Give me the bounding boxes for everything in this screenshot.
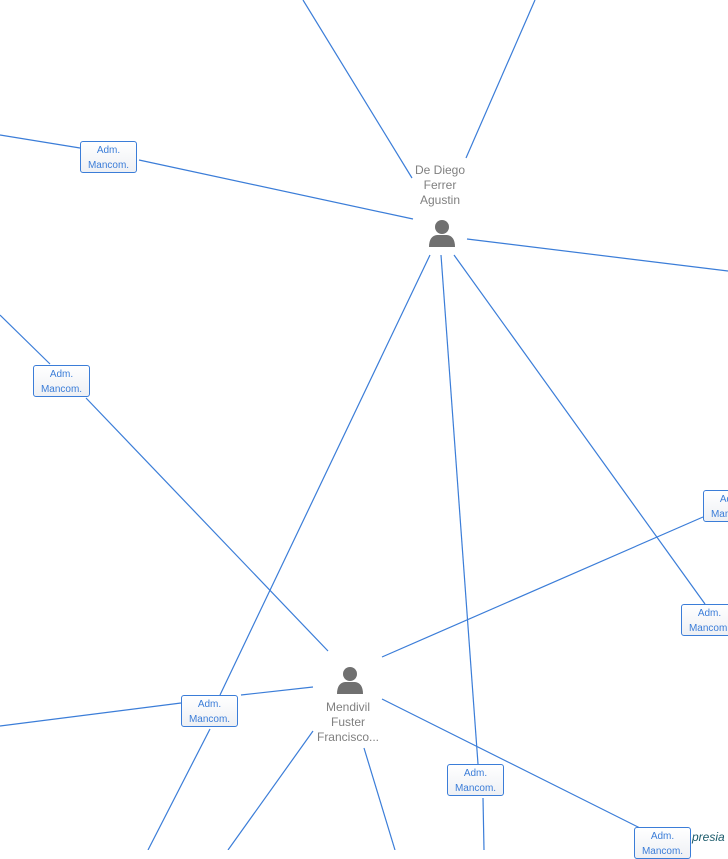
node-name-line: De Diego [414, 163, 466, 177]
edge-line [381, 698, 641, 829]
person-node-de-diego[interactable]: De Diego Ferrer Agustin [395, 163, 485, 208]
edge-line [219, 254, 431, 696]
edge-label[interactable]: Adm. Mancom. [33, 365, 90, 397]
edge-label-line: Adm. [650, 831, 675, 842]
edge-label[interactable]: Adm. Mancom. [634, 827, 691, 859]
edge-label[interactable]: Adm. Mancom. [80, 141, 137, 173]
edge-label-line: Adm. [697, 608, 722, 619]
edge-label-line: Adm. [463, 768, 488, 779]
edge-line [381, 516, 704, 658]
person-icon[interactable] [335, 665, 365, 695]
edge-label-line: Mancom. [87, 160, 130, 171]
edge-line [227, 730, 314, 850]
node-name-line: Francisco... [316, 730, 379, 744]
edge-line [482, 797, 485, 850]
edge-line [363, 747, 396, 850]
edge-line [240, 686, 314, 696]
edge-line [440, 254, 479, 765]
edge-label-line: Adm. [49, 369, 74, 380]
edge-line [302, 0, 413, 179]
edge-label[interactable]: Adm. Mancom. [447, 764, 504, 796]
edge-label[interactable]: Adm. Mancom. [681, 604, 728, 636]
person-node-mendivil[interactable]: Mendivil Fuster Francisco... [303, 700, 393, 745]
node-name-line: Agustin [419, 193, 461, 207]
edge-line [0, 314, 51, 365]
edge-label-line: Mancom. [188, 714, 231, 725]
edge-line [465, 0, 536, 159]
edge-label-line: Adm. [197, 699, 222, 710]
edge-label-line: Mancom. [688, 623, 728, 634]
person-icon[interactable] [427, 218, 457, 248]
edge-line [453, 254, 706, 605]
edge-line [138, 159, 414, 220]
edge-label-line: Mancom. [454, 783, 497, 794]
node-name-line: Fuster [330, 715, 365, 729]
edge-line [466, 238, 728, 272]
edge-label-line: Mancom. [710, 509, 728, 520]
edge-line [0, 702, 182, 727]
node-name-line: Ferrer [423, 178, 457, 192]
edge-label[interactable]: Adm. Mancom. [181, 695, 238, 727]
watermark: presia [692, 830, 725, 844]
edge-line [0, 134, 81, 149]
edge-label[interactable]: Adm. Mancom. [703, 490, 728, 522]
edge-label-line: Mancom. [641, 846, 684, 857]
node-name-line: Mendivil [325, 700, 370, 714]
edge-label-line: Adm. [96, 145, 121, 156]
edge-line [147, 728, 211, 850]
edge-label-line: Mancom. [40, 384, 83, 395]
edge-label-line: Adm. [719, 494, 728, 505]
edge-line [85, 397, 329, 652]
